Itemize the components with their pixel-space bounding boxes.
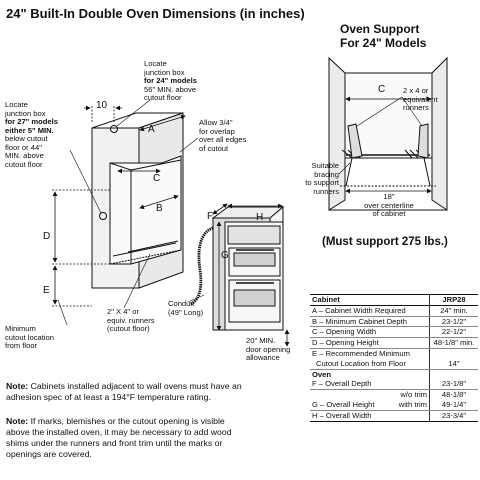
conduit (189, 226, 214, 306)
table-row: B – Minimum Cabinet Depth 23-1/2" (310, 316, 478, 328)
table-row: w/o trim 48-1/8" (310, 389, 478, 400)
cabinet-dimension-lines (52, 105, 186, 307)
opening-top-back (130, 159, 182, 171)
cabinet-header-row: Cabinet JRP28 (310, 294, 478, 306)
dim-d: D (43, 231, 51, 242)
dim-c-support: C (378, 84, 386, 95)
model-header: JRP28 (429, 294, 478, 306)
callout-junction-27: Locate junction box for 27" models eithe… (5, 100, 58, 169)
runner-back (127, 240, 179, 253)
oven-support-drawing (328, 56, 448, 211)
main-title: 24" Built-In Double Oven Dimensions (in … (6, 6, 305, 21)
callout-door-opening: 20" MIN. door opening allowance (246, 336, 291, 362)
dim-f: F (207, 211, 214, 222)
callout-centerline: 18" over centerline of cabinet (364, 192, 414, 218)
support-runner-left (347, 123, 363, 159)
support-bracing-left (345, 157, 353, 187)
dim-g: G (221, 250, 229, 261)
cabinet-header: Cabinet (310, 294, 430, 306)
callout-conduit: Conduit (49" Long) (168, 299, 204, 317)
table-row: A – Cabinet Width Required 24" min. (310, 305, 478, 317)
dim-a: A (148, 124, 155, 135)
dim-10: 10 (96, 100, 108, 111)
callout-overlap: Allow 3/4" for overlap over all edges of… (199, 118, 247, 153)
cabinet-drawing (91, 112, 184, 289)
callout-runners: 2" X 4" or equiv. runners (cutout floor) (107, 307, 155, 333)
support-requirement: (Must support 275 lbs.) (322, 236, 448, 248)
table-row: H – Overall Width 23-3/4" (310, 410, 478, 422)
dim-c: C (153, 173, 161, 184)
oven-drawing (211, 205, 285, 332)
oven-control-panel (227, 225, 281, 245)
upper-oven-window (233, 252, 276, 267)
support-runner-right (417, 123, 429, 159)
dim-e: E (43, 285, 50, 296)
lower-oven-window (233, 289, 276, 307)
junction-box-27-marker (99, 212, 107, 220)
table-row: D – Opening Height 48-1/8" min. (310, 337, 478, 349)
leader-lines (57, 99, 205, 326)
runner-front (112, 242, 177, 257)
dim-b: B (156, 203, 163, 214)
spec-table: Cabinet JRP28 A – Cabinet Width Required… (310, 294, 478, 422)
upper-oven-door (228, 247, 281, 277)
oven-dimension-lines (212, 203, 290, 347)
callout-bracing: Suitable bracing to support runners (305, 161, 339, 196)
callout-support-runners: 2 x 4 or equivalent runners (403, 86, 438, 112)
oven-header-row: Oven (310, 369, 478, 380)
note-adhesion: Note: Cabinets installed adjacent to wal… (6, 381, 242, 402)
oven-header: Oven (312, 369, 331, 379)
table-row: C – Opening Width 22-1/2" (310, 326, 478, 339)
lower-oven-door (228, 279, 281, 323)
table-row: F – Overall Depth 23-1/8" (310, 379, 478, 391)
note-shims: Note: If marks, blemishes or the cutout … (6, 416, 232, 459)
support-bracing-right (423, 157, 431, 187)
callout-junction-24: Locate junction box for 24" models 56" M… (144, 59, 197, 102)
dim-h: H (256, 212, 264, 223)
support-dimension-lines (338, 96, 432, 194)
table-row: E – Recommended Minimum (310, 348, 478, 359)
table-row: Cutout Location from Floor 14" (310, 358, 478, 370)
support-title-line2: For 24" Models (340, 36, 427, 50)
junction-box-24-marker (110, 125, 118, 133)
callout-min-cutout: Minimum cutout location from floor (5, 324, 54, 350)
support-right-wall (431, 56, 448, 211)
support-title-line1: Oven Support (340, 22, 420, 36)
cutout-floor-edge (109, 249, 182, 265)
